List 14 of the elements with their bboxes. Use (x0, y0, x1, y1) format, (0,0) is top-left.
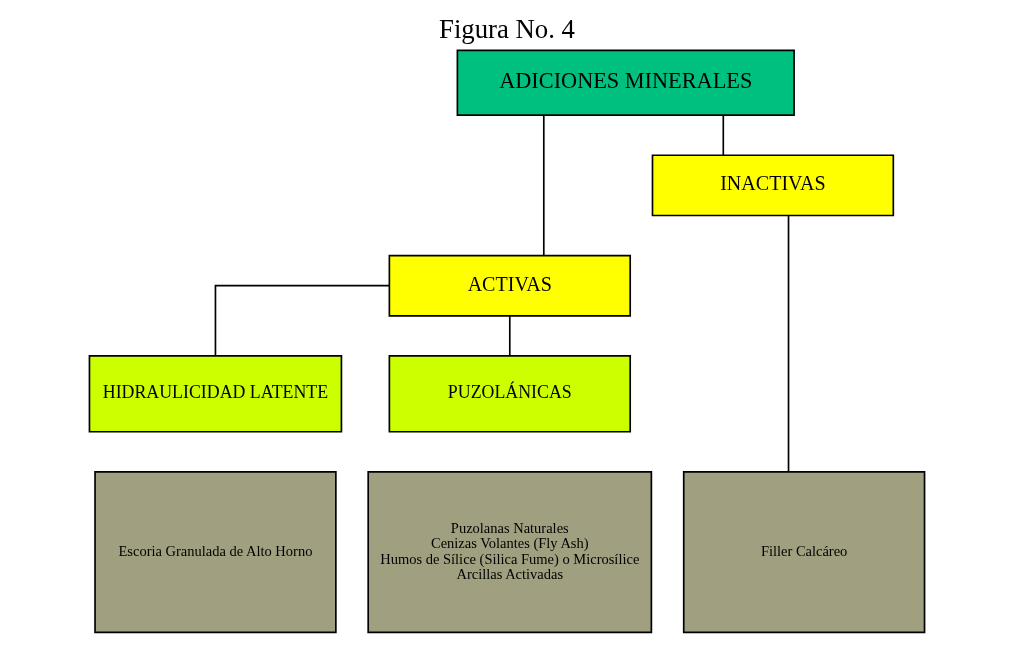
node-box: PUZOLÁNICAS (388, 355, 631, 433)
connector (721, 114, 724, 157)
node-box: Escoria Granulada de Alto Horno (93, 471, 337, 634)
connector (508, 315, 511, 357)
node-box: HIDRAULICIDAD LATENTE (88, 355, 342, 433)
connector (787, 214, 789, 473)
node-box: Puzolanas Naturales Cenizas Volantes (Fly Ash) Humos de Sílice (Silica Fume) o Microsílice Arcillas Activadas (366, 471, 652, 634)
node-box: INACTIVAS (651, 154, 894, 217)
connector (542, 114, 545, 257)
node-box: ADICIONES MINERALES (456, 49, 795, 116)
node-box: ACTIVAS (388, 254, 631, 317)
node-box: Filler Calcáreo (682, 471, 925, 634)
connector (214, 284, 390, 357)
diagram-title: Figura No. 4 (438, 14, 575, 45)
